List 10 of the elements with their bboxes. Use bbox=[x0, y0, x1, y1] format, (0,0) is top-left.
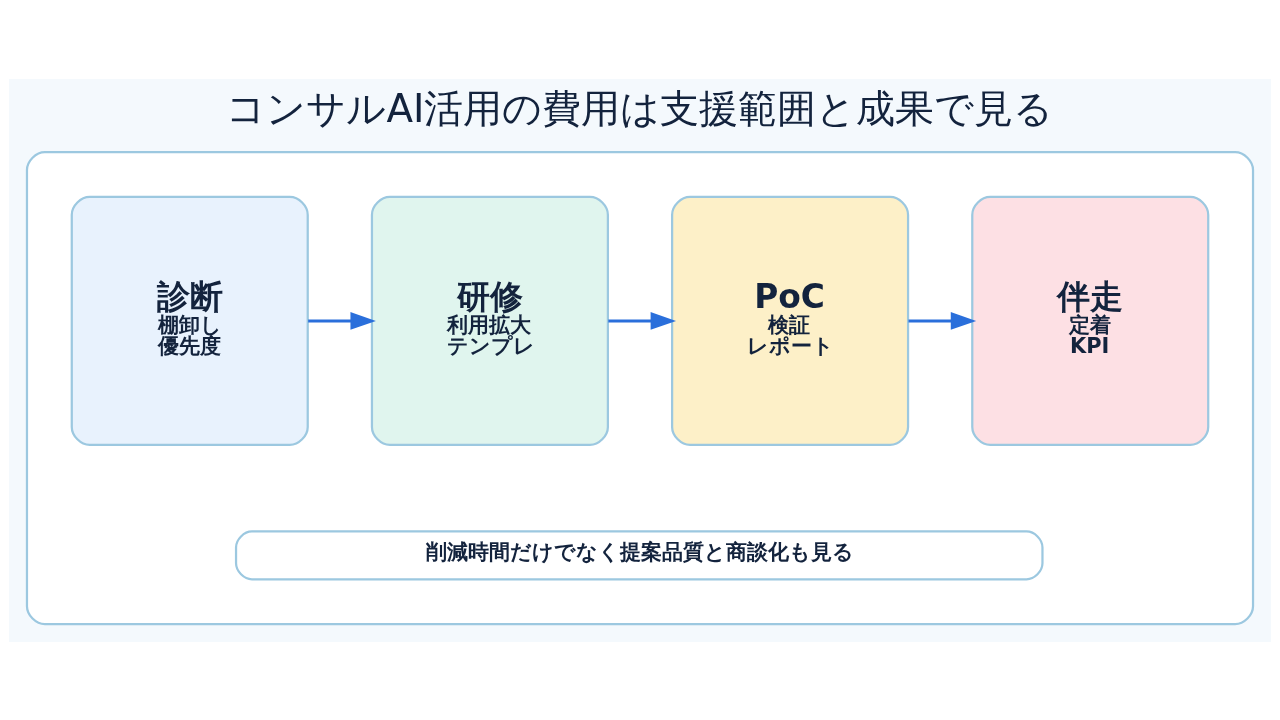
node-box: PoC 検証 レポート bbox=[671, 195, 910, 446]
node-box: 伴走 定着 KPI bbox=[971, 195, 1210, 446]
node-box: 削減時間だけでなく提案品質と商談化も見る bbox=[234, 529, 1044, 580]
diagram-title: コンサルAI活用の費用は支援範囲と成果で見る bbox=[226, 85, 1054, 131]
arrow bbox=[608, 311, 677, 330]
arrow bbox=[308, 311, 376, 330]
node-box: 研修 利用拡大 テンプレ bbox=[370, 195, 609, 446]
cluster bbox=[25, 150, 1255, 625]
node-box: 診断 棚卸し 優先度 bbox=[70, 195, 309, 446]
arrow bbox=[908, 311, 977, 330]
